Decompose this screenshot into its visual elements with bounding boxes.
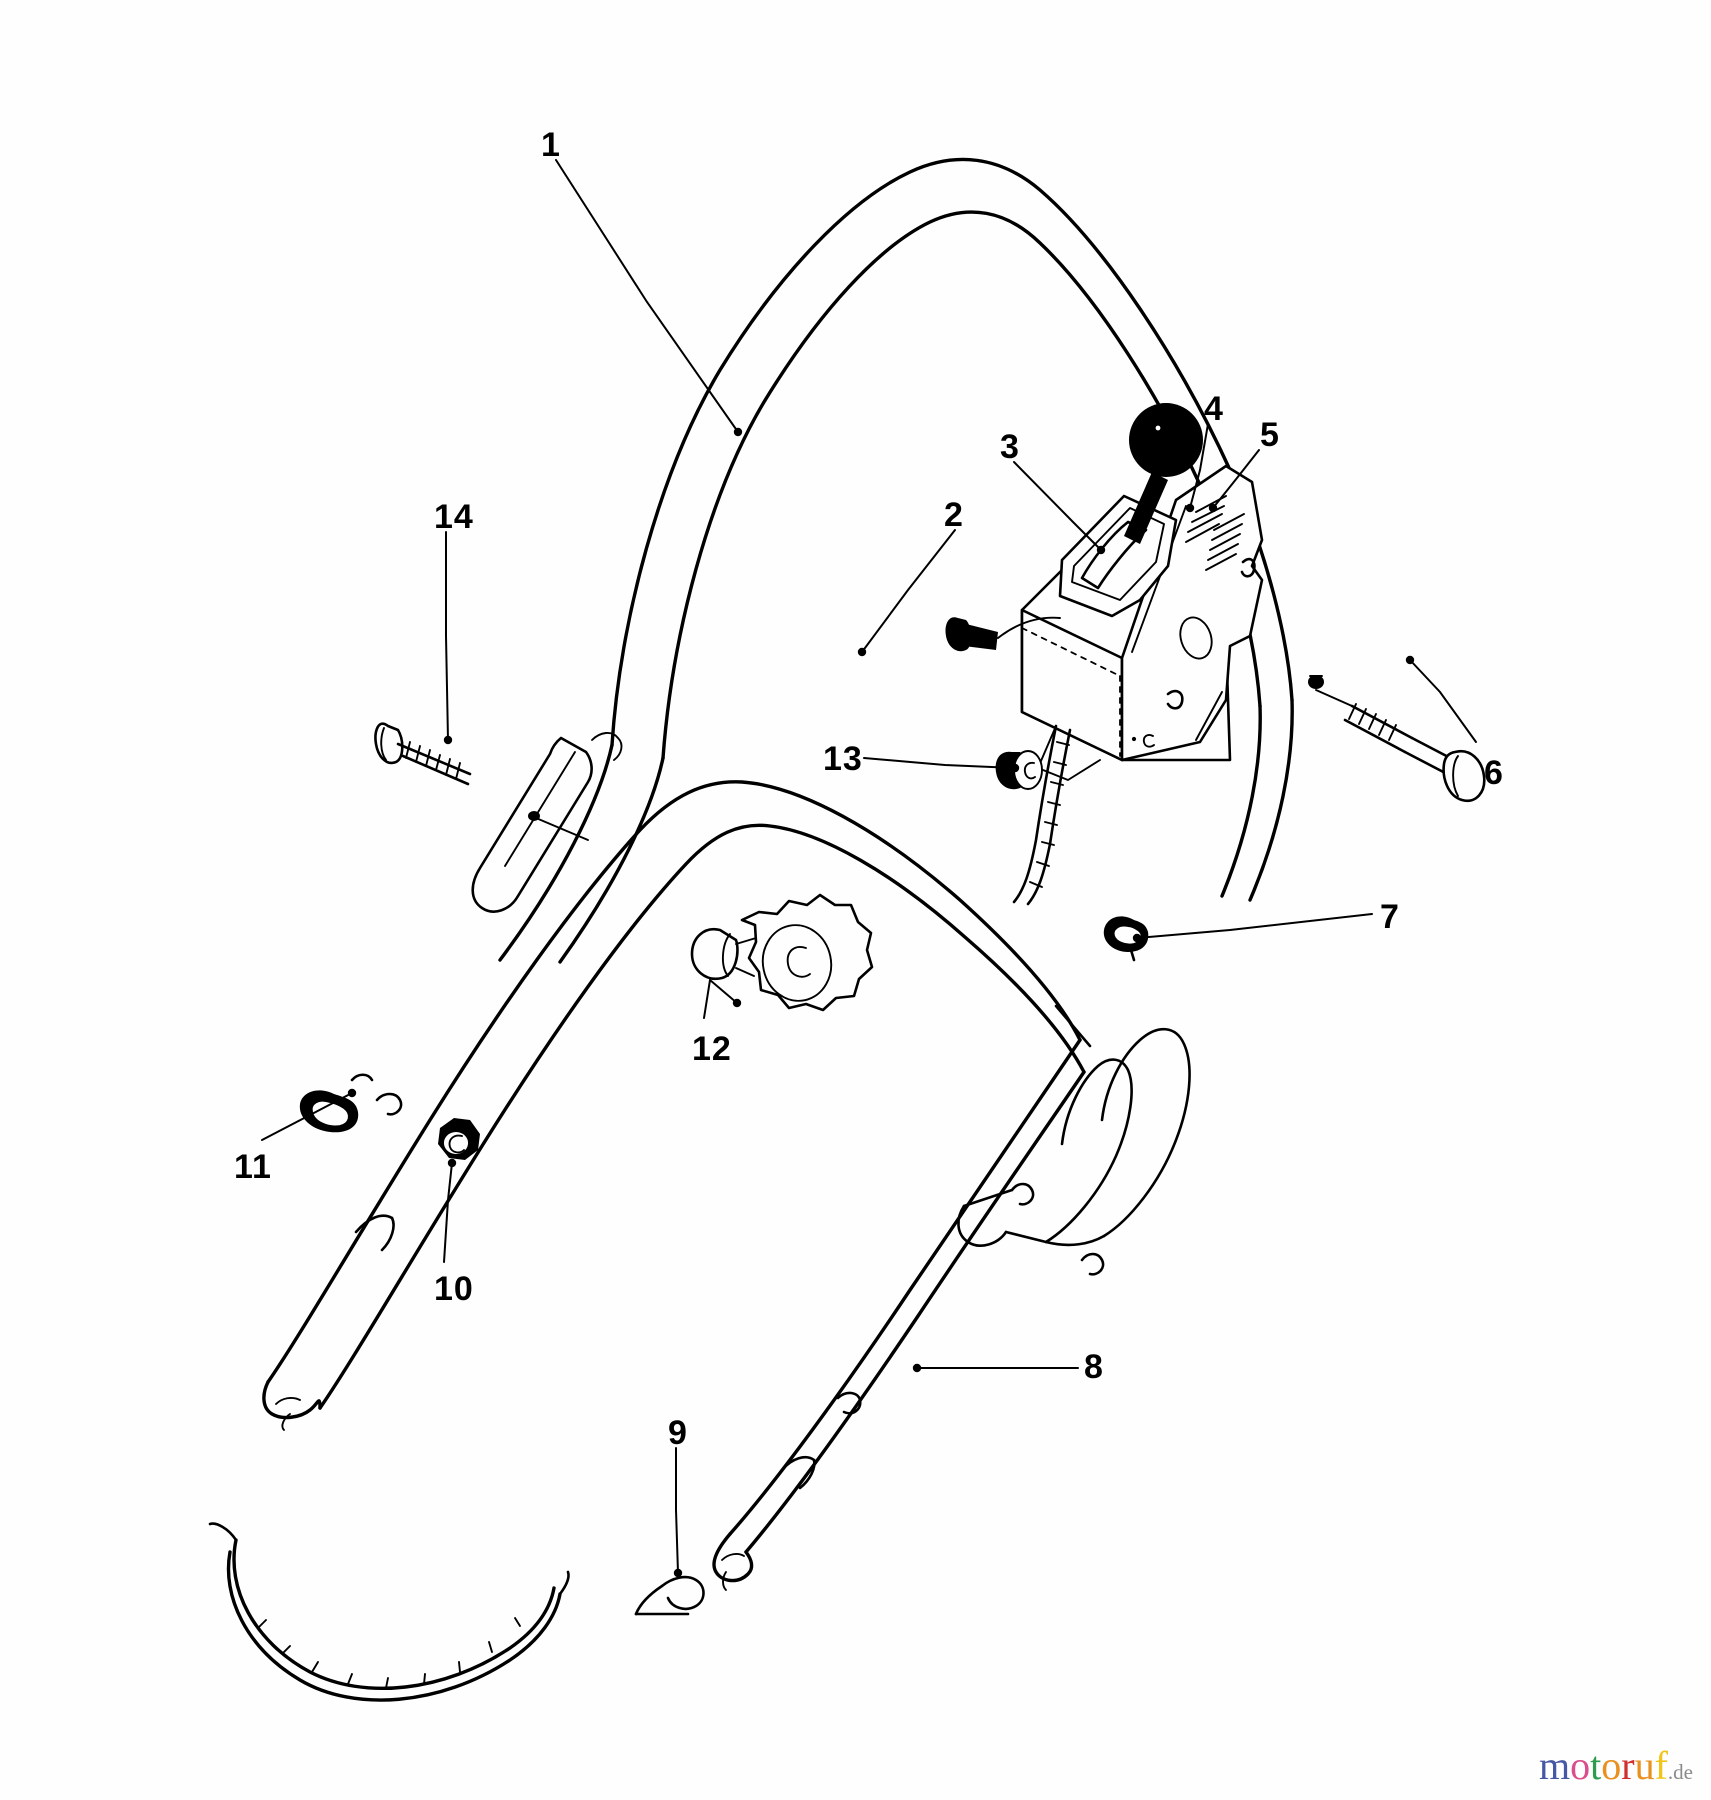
callout-number-1[interactable]: 1 bbox=[541, 126, 561, 164]
watermark-letter-r-4: r bbox=[1621, 1743, 1635, 1788]
leader-endpoint-5 bbox=[1208, 503, 1218, 513]
callout-number-6[interactable]: 6 bbox=[1484, 754, 1504, 792]
callout-number-13[interactable]: 13 bbox=[823, 740, 863, 778]
loose-control-cable-part bbox=[208, 1522, 570, 1702]
leader-line-10 bbox=[443, 1162, 453, 1263]
control-mounting-screw-part bbox=[945, 617, 998, 652]
leader-line-2 bbox=[861, 529, 956, 653]
leader-line-12 bbox=[703, 978, 738, 1019]
callout-number-7[interactable]: 7 bbox=[1380, 898, 1400, 936]
watermark-suffix: .de bbox=[1667, 1760, 1693, 1784]
cable-hook-part bbox=[634, 1575, 705, 1616]
watermark-letter-t-2: t bbox=[1590, 1743, 1602, 1788]
leader-endpoint-1 bbox=[733, 427, 743, 437]
leader-endpoint-10 bbox=[447, 1158, 457, 1168]
callout-number-2[interactable]: 2 bbox=[944, 496, 964, 534]
leader-line-6 bbox=[1409, 659, 1477, 743]
callout-leader-lines bbox=[261, 159, 1477, 1578]
carriage-bolt-part bbox=[1308, 675, 1486, 803]
leader-line-11 bbox=[261, 1092, 353, 1141]
leader-line-3 bbox=[1013, 461, 1102, 551]
leader-endpoint-14 bbox=[443, 735, 453, 745]
lower-handle-loop bbox=[262, 780, 1092, 1591]
callout-number-11[interactable]: 11 bbox=[234, 1148, 272, 1186]
motoruf-watermark: motoruf.de bbox=[1539, 1746, 1693, 1786]
watermark-letter-o-3: o bbox=[1601, 1743, 1622, 1788]
pan-head-screw-part bbox=[374, 722, 472, 786]
callout-number-3[interactable]: 3 bbox=[1000, 428, 1020, 466]
leader-line-1 bbox=[555, 159, 739, 433]
hex-flange-nut-part bbox=[438, 1118, 480, 1160]
leader-line-4 bbox=[1189, 423, 1209, 509]
leader-endpoint-8 bbox=[912, 1363, 922, 1373]
leader-endpoint-11 bbox=[347, 1088, 357, 1098]
leader-line-13 bbox=[863, 757, 1016, 769]
cable-clip-part bbox=[299, 1090, 359, 1133]
callout-number-8[interactable]: 8 bbox=[1084, 1348, 1104, 1386]
watermark-letter-m-0: m bbox=[1539, 1743, 1571, 1788]
leader-endpoint-3 bbox=[1096, 545, 1106, 555]
leader-endpoint-12 bbox=[732, 998, 742, 1008]
leader-line-7 bbox=[1136, 913, 1373, 939]
leader-line-5 bbox=[1212, 449, 1260, 509]
throttle-control-assembly bbox=[945, 403, 1264, 906]
callout-number-12[interactable]: 12 bbox=[692, 1030, 732, 1068]
leader-line-9 bbox=[675, 1447, 679, 1574]
watermark-letter-o-1: o bbox=[1570, 1743, 1591, 1788]
watermark-letter-u-5: u bbox=[1634, 1743, 1655, 1788]
leader-endpoint-4 bbox=[1185, 503, 1195, 513]
leader-endpoint-7 bbox=[1132, 933, 1142, 943]
callout-number-9[interactable]: 9 bbox=[668, 1414, 688, 1452]
callout-number-14[interactable]: 14 bbox=[434, 498, 474, 536]
callout-number-10[interactable]: 10 bbox=[434, 1270, 474, 1308]
leader-endpoint-13 bbox=[1010, 763, 1020, 773]
watermark-letter-f-6: f bbox=[1654, 1743, 1668, 1788]
leader-endpoint-2 bbox=[857, 647, 867, 657]
leader-endpoint-9 bbox=[673, 1568, 683, 1578]
handle-grip-bracket bbox=[471, 732, 623, 913]
knurled-wing-knob-part bbox=[690, 893, 874, 1012]
cable-grommet-part bbox=[995, 750, 1043, 790]
leader-endpoint-6 bbox=[1405, 655, 1415, 665]
handle-junction-bracket bbox=[957, 1027, 1191, 1276]
callout-number-4[interactable]: 4 bbox=[1204, 390, 1224, 428]
callout-number-5[interactable]: 5 bbox=[1260, 416, 1280, 454]
leader-line-14 bbox=[445, 531, 449, 741]
